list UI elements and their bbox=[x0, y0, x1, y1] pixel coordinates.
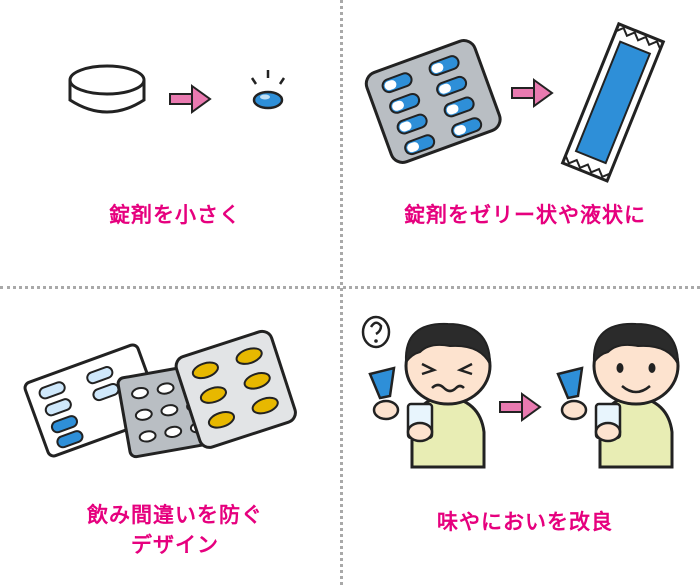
medicine-cup-icon bbox=[556, 366, 584, 400]
boy-taste-illustration bbox=[361, 315, 680, 469]
distinct-blister-packs-illustration bbox=[23, 329, 297, 459]
caption-line: 飲み間違いを防ぐ bbox=[87, 503, 263, 527]
jelly-sachet-icon bbox=[560, 21, 666, 183]
vertical-divider bbox=[340, 0, 343, 585]
happy-boy-figure bbox=[556, 322, 680, 469]
tablet-shrink-illustration bbox=[68, 64, 286, 114]
caption-line: 味やにおいを改良 bbox=[437, 510, 613, 534]
large-tablet-icon bbox=[68, 64, 146, 114]
caption-line: デザイン bbox=[131, 533, 219, 557]
small-tablet-icon bbox=[250, 70, 286, 110]
question-bubble-icon bbox=[361, 315, 391, 349]
caption-smaller-tablet: 錠剤を小さく bbox=[0, 200, 350, 230]
panel-taste-smell: 味やにおいを改良 bbox=[350, 292, 700, 584]
medicine-cup-icon bbox=[368, 366, 396, 400]
arrow-right-icon bbox=[511, 78, 554, 108]
caption-mistake-prevention: 飲み間違いを防ぐ デザイン bbox=[0, 500, 350, 560]
blister-to-sachet-illustration bbox=[364, 21, 666, 183]
caption-taste-smell: 味やにおいを改良 bbox=[350, 507, 700, 537]
caption-jelly-liquid: 錠剤をゼリー状や液状に bbox=[350, 200, 700, 230]
panel-jelly-liquid: 錠剤をゼリー状や液状に bbox=[350, 0, 700, 292]
arrow-right-icon bbox=[499, 392, 542, 422]
arrow-right-icon bbox=[169, 84, 212, 114]
panel-mistake-prevention: 飲み間違いを防ぐ デザイン bbox=[0, 292, 350, 584]
disgusted-boy-figure bbox=[361, 315, 492, 469]
caption-line: 錠剤を小さく bbox=[109, 203, 241, 227]
blister-pack-icon bbox=[364, 39, 502, 164]
yellow-blister-pack-icon bbox=[174, 329, 297, 449]
panel-smaller-tablet: 錠剤を小さく bbox=[0, 0, 350, 292]
horizontal-divider bbox=[0, 286, 700, 289]
caption-line: 錠剤をゼリー状や液状に bbox=[404, 203, 646, 227]
